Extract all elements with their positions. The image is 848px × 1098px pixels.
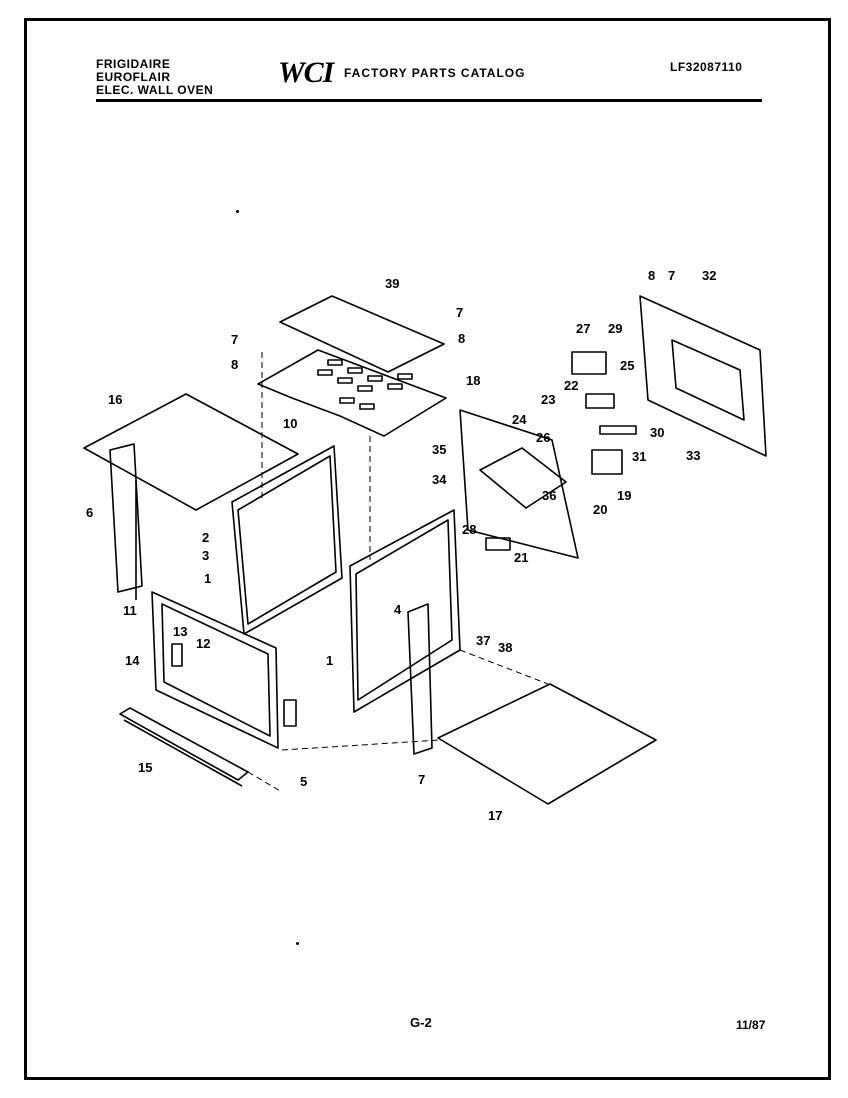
callout-6: 6 xyxy=(86,505,93,520)
callout-4: 4 xyxy=(394,602,402,617)
callout-19: 19 xyxy=(617,488,631,503)
callout-33: 33 xyxy=(686,448,700,463)
callout-22: 22 xyxy=(564,378,578,393)
callout-29: 29 xyxy=(608,321,622,336)
callout-18: 18 xyxy=(466,373,480,388)
callout-labels: 39 7 8 7 8 16 10 6 2 3 1 11 13 12 14 15 … xyxy=(86,268,716,823)
rear-panel-32 xyxy=(639,295,767,457)
callout-28: 28 xyxy=(462,522,476,537)
side-trim-6 xyxy=(109,443,143,593)
callout-39: 39 xyxy=(385,276,399,291)
callout-3: 3 xyxy=(202,548,209,563)
callout-13: 13 xyxy=(173,624,187,639)
wci-logo: WCI xyxy=(278,56,334,89)
divider-4 xyxy=(407,603,433,755)
callout-5: 5 xyxy=(300,774,307,789)
side-panel-1-upper xyxy=(231,445,343,635)
callout-23: 23 xyxy=(541,392,555,407)
callout-10: 10 xyxy=(283,416,297,431)
callout-24: 24 xyxy=(512,412,527,427)
callout-8: 8 xyxy=(458,331,465,346)
clip-21 xyxy=(485,537,511,551)
page-border xyxy=(24,18,831,1080)
callout-2: 2 xyxy=(202,530,209,545)
rod-30 xyxy=(599,425,637,435)
callout-15: 15 xyxy=(138,760,152,775)
brand-line-2: EUROFLAIR xyxy=(96,70,171,84)
callout-30: 30 xyxy=(650,425,664,440)
vent-shield-10 xyxy=(257,349,447,437)
page-number: G-2 xyxy=(410,1015,432,1030)
callout-12: 12 xyxy=(196,636,210,651)
callout-35: 35 xyxy=(432,442,446,457)
callout-7: 7 xyxy=(231,332,238,347)
callout-32: 32 xyxy=(702,268,716,283)
part-number: LF32087110 xyxy=(670,60,743,74)
speck xyxy=(236,210,239,213)
callout-1: 1 xyxy=(326,653,333,668)
callout-34: 34 xyxy=(432,472,447,487)
callout-25: 25 xyxy=(620,358,634,373)
callout-16: 16 xyxy=(108,392,122,407)
catalog-title: FACTORY PARTS CATALOG xyxy=(344,66,526,80)
top-wrapper-16 xyxy=(83,393,299,511)
callout-7: 7 xyxy=(418,772,425,787)
callout-7: 7 xyxy=(456,305,463,320)
brand-block: FRIGIDAIRE EUROFLAIR ELEC. WALL OVEN xyxy=(96,58,213,97)
callout-17: 17 xyxy=(488,808,502,823)
speck xyxy=(296,942,299,945)
side-panel-1-lower xyxy=(349,509,461,713)
callout-31: 31 xyxy=(632,449,646,464)
element-31 xyxy=(591,449,623,475)
assembly-guides xyxy=(247,352,549,793)
bracket-36 xyxy=(479,447,567,509)
callout-20: 20 xyxy=(593,502,607,517)
vent-slots xyxy=(317,359,413,410)
callout-8: 8 xyxy=(231,357,238,372)
brand-line-1: FRIGIDAIRE xyxy=(96,57,171,71)
callout-36: 36 xyxy=(542,488,556,503)
callout-7: 7 xyxy=(668,268,675,283)
bottom-tray-17 xyxy=(437,683,657,805)
callout-14: 14 xyxy=(125,653,140,668)
catalog-date: 11/87 xyxy=(736,1018,766,1032)
callout-21: 21 xyxy=(514,550,528,565)
door-frame-11 xyxy=(151,591,279,749)
hinge-13 xyxy=(171,643,183,667)
switch-23 xyxy=(585,393,615,409)
hinge-5 xyxy=(283,699,297,727)
callout-8: 8 xyxy=(648,268,655,283)
brand-line-3: ELEC. WALL OVEN xyxy=(96,83,214,97)
control-bracket-18 xyxy=(459,409,579,559)
switch-27 xyxy=(571,351,607,375)
callout-27: 27 xyxy=(576,321,590,336)
callout-38: 38 xyxy=(498,640,512,655)
top-panel-39 xyxy=(279,295,445,373)
callout-1: 1 xyxy=(204,571,211,586)
callout-37: 37 xyxy=(476,633,490,648)
callout-11: 11 xyxy=(123,603,137,618)
callout-26: 26 xyxy=(536,430,550,445)
header-rule xyxy=(96,99,762,102)
